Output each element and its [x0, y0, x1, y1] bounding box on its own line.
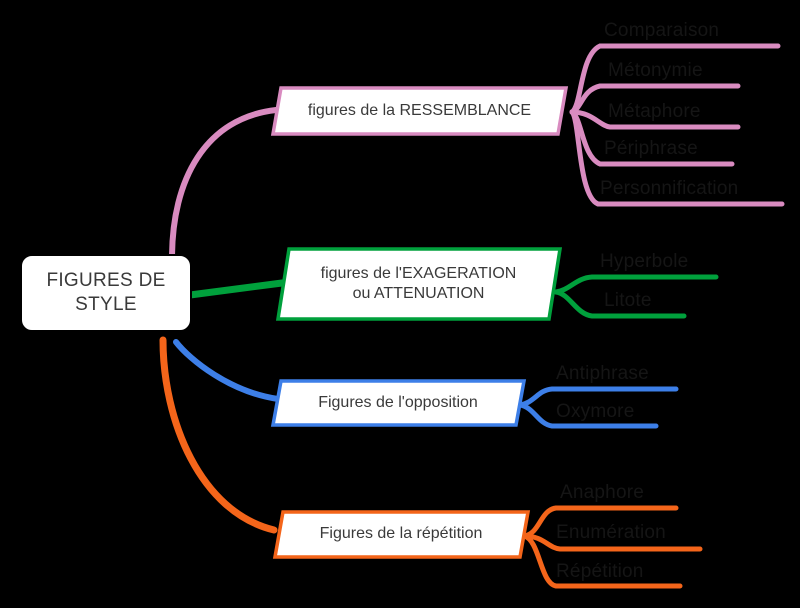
root-node[interactable]: FIGURES DE STYLE — [20, 254, 192, 332]
root-node-label: FIGURES DE STYLE — [46, 269, 166, 315]
leaf-text-enumeration: Enumération — [556, 522, 666, 543]
leaf-label-enumeration[interactable]: Enumération — [556, 522, 666, 544]
leaf-text-personnification: Personnification — [600, 178, 739, 199]
leaf-label-metonymie[interactable]: Métonymie — [608, 60, 703, 82]
leaf-text-metonymie: Métonymie — [608, 60, 703, 81]
leaf-label-repetition[interactable]: Répétition — [556, 561, 644, 583]
branch-curve-exageration — [186, 279, 286, 299]
leaf-label-oxymore[interactable]: Oxymore — [556, 401, 634, 423]
leaf-label-comparaison[interactable]: Comparaison — [604, 20, 719, 42]
branch-node-opposition[interactable]: Figures de l'opposition — [275, 381, 521, 425]
branch-node-exageration-label: figures de l'EXAGERATION ou ATTENUATION — [320, 264, 517, 302]
leaf-text-antiphrase: Antiphrase — [556, 363, 649, 384]
leaf-label-litote[interactable]: Litote — [604, 290, 652, 312]
leaf-text-comparaison: Comparaison — [604, 20, 720, 41]
leaf-label-antiphrase[interactable]: Antiphrase — [556, 363, 649, 385]
branch-node-repetition[interactable]: Figures de la répétition — [277, 512, 525, 557]
branch-curve-repetition — [159, 336, 278, 534]
branch-node-repetition-label: Figures de la répétition — [319, 525, 483, 543]
branch-node-exageration[interactable]: figures de l'EXAGERATION ou ATTENUATION — [281, 249, 556, 319]
leaf-label-personnification[interactable]: Personnification — [600, 178, 738, 200]
branch-curve-ressemblance — [169, 107, 279, 261]
leaf-text-repetition: Répétition — [556, 561, 644, 582]
branch-node-opposition-label: Figures de l'opposition — [318, 393, 478, 411]
leaf-text-periphrase: Périphrase — [604, 138, 698, 159]
leaf-text-metaphore: Métaphore — [608, 101, 701, 122]
leaf-label-anaphore[interactable]: Anaphore — [560, 482, 644, 504]
branch-node-ressemblance-label: figures de la RESSEMBLANCE — [307, 101, 532, 119]
branch-curve-opposition — [173, 339, 281, 402]
leaf-label-hyperbole[interactable]: Hyperbole — [600, 251, 688, 273]
leaf-label-periphrase[interactable]: Périphrase — [604, 138, 698, 160]
leaf-text-oxymore: Oxymore — [556, 401, 635, 422]
leaf-text-hyperbole: Hyperbole — [600, 251, 689, 272]
leaf-text-anaphore: Anaphore — [560, 482, 645, 503]
leaf-text-litote: Litote — [604, 290, 652, 311]
branch-node-ressemblance[interactable]: figures de la RESSEMBLANCE — [277, 88, 562, 134]
leaf-label-metaphore[interactable]: Métaphore — [608, 101, 701, 123]
